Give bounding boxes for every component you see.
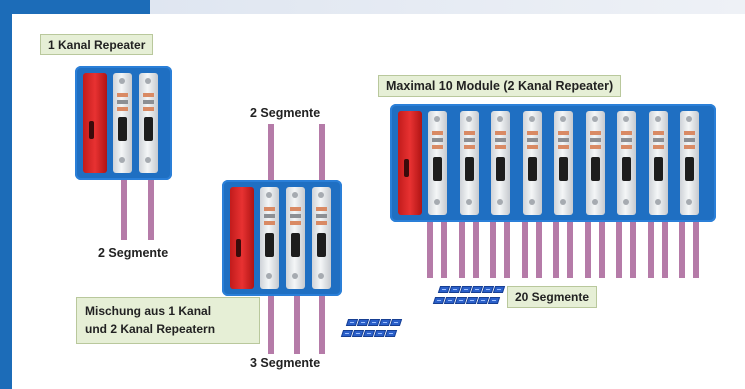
- module-grey: [491, 111, 510, 215]
- cable-middle-bottom-2: [294, 294, 300, 354]
- cable-right: [661, 220, 668, 278]
- diagram-canvas: 1 Kanal Repeater Maximal 10 Module (2 Ka…: [12, 14, 745, 389]
- cable-right: [693, 220, 699, 278]
- cable-right: [598, 220, 605, 278]
- module-grey: [459, 111, 479, 215]
- label-20-segments: 20 Segmente: [507, 286, 598, 308]
- text-2-segments-left: 2 Segmente: [98, 246, 169, 260]
- cable-right: [490, 220, 496, 278]
- ethernet-icons-right: [432, 286, 506, 312]
- module-red: [230, 187, 254, 289]
- text-3-segments: 3 Segmente: [250, 356, 321, 370]
- cable-right: [647, 220, 654, 278]
- cable-right: [521, 220, 528, 278]
- frame-top-bar: [0, 0, 745, 14]
- module-grey: [585, 111, 605, 215]
- cable-right: [553, 220, 559, 278]
- ethernet-port-icon: [384, 330, 398, 337]
- cable-right: [584, 220, 591, 278]
- cable-right: [535, 220, 542, 278]
- label-mixed-line2: und 2 Kanal Repeatern: [85, 322, 216, 336]
- module-red: [83, 73, 107, 173]
- label-one-channel-repeater: 1 Kanal Repeater: [40, 34, 154, 55]
- cable-right: [616, 220, 622, 278]
- module-grey: [522, 111, 542, 215]
- ethernet-port-icon: [492, 286, 506, 293]
- module-grey: [617, 111, 636, 215]
- module-grey: [648, 111, 668, 215]
- cable-right: [679, 220, 685, 278]
- module-grey: [113, 73, 132, 173]
- label-mixed-repeaters: Mischung aus 1 Kanal und 2 Kanal Repeate…: [76, 297, 260, 344]
- ethernet-icons-middle: [340, 319, 403, 345]
- cable-right: [458, 220, 465, 278]
- label-max-modules: Maximal 10 Module (2 Kanal Repeater): [378, 75, 622, 97]
- ethernet-port-icon: [487, 297, 501, 304]
- repeater-rack-left: [75, 66, 172, 180]
- ethernet-port-icon: [389, 319, 403, 326]
- cable-right: [472, 220, 479, 278]
- module-grey: [286, 187, 305, 289]
- module-grey: [554, 111, 573, 215]
- text-2-segments-top: 2 Segmente: [250, 106, 321, 120]
- cable-middle-top-2: [319, 124, 325, 182]
- module-grey: [680, 111, 699, 215]
- cable-middle-bottom-3: [319, 294, 325, 354]
- cable-left-1: [121, 178, 127, 240]
- label-mixed-line1: Mischung aus 1 Kanal: [85, 304, 212, 318]
- module-grey: [312, 187, 331, 289]
- repeater-rack-middle: [222, 180, 342, 296]
- repeater-rack-right: [390, 104, 716, 222]
- cable-right: [441, 220, 447, 278]
- cable-left-2: [148, 178, 154, 240]
- cable-right: [427, 220, 433, 278]
- cable-right: [567, 220, 573, 278]
- module-red: [398, 111, 422, 215]
- module-grey: [260, 187, 279, 289]
- cable-middle-bottom-1: [268, 294, 274, 354]
- module-grey: [428, 111, 447, 215]
- module-grey: [139, 73, 158, 173]
- cable-right: [630, 220, 636, 278]
- cable-right: [504, 220, 510, 278]
- cable-middle-top-1: [268, 124, 274, 182]
